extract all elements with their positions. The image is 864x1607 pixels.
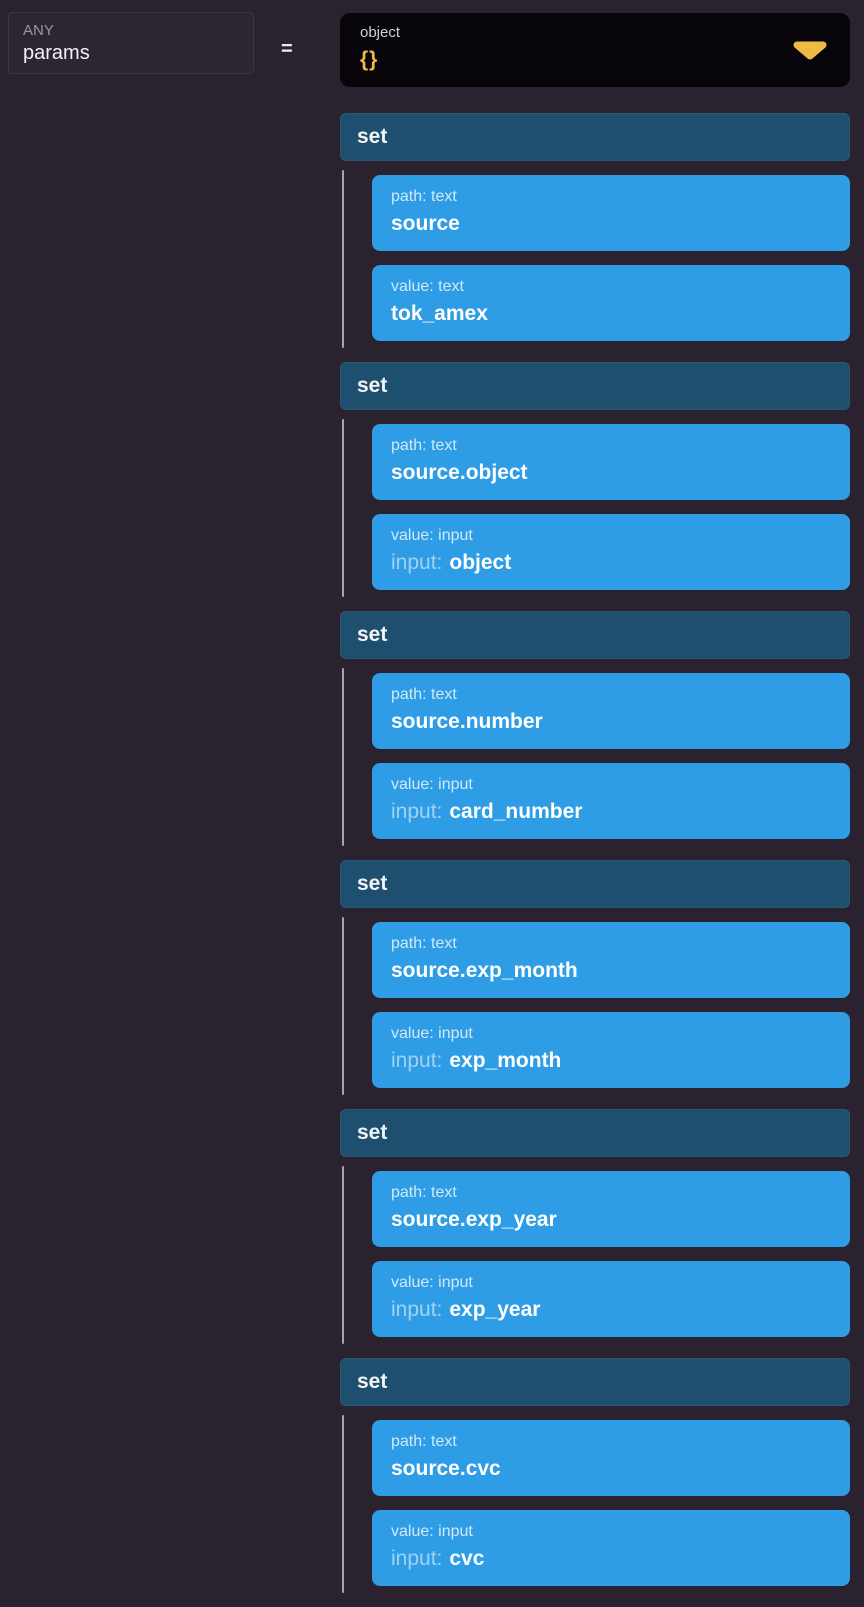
set-body: path: text source.exp_year value: input … (342, 1166, 850, 1344)
indent-line (342, 917, 344, 1095)
row-label: value: input (391, 1025, 473, 1042)
param-row-path[interactable]: path: text source.exp_month (372, 922, 850, 998)
param-name-label: params (23, 41, 90, 64)
set-block-4: set path: text source.exp_month value: i… (340, 860, 850, 1095)
value-text: exp_month (449, 1049, 562, 1072)
indent-line (342, 1166, 344, 1344)
row-label: value: input (391, 527, 473, 544)
value-prefix: input: (391, 1547, 443, 1570)
chevron-down-icon[interactable] (790, 38, 830, 62)
row-label: value: input (391, 1274, 473, 1291)
row-label: value: text (391, 278, 464, 295)
value-text: tok_amex (391, 302, 488, 325)
set-header[interactable]: set (340, 1109, 850, 1157)
param-row-value[interactable]: value: input input: cvc (372, 1510, 850, 1586)
set-block-1: set path: text source value: text tok_am… (340, 113, 850, 348)
value-prefix: input: (391, 800, 443, 823)
row-value: input: object (391, 551, 831, 575)
row-label: path: text (391, 686, 457, 703)
row-value: source.number (391, 710, 831, 734)
row-label: path: text (391, 935, 457, 952)
row-value: source.cvc (391, 1457, 831, 1481)
row-value: input: card_number (391, 800, 831, 824)
param-row-path[interactable]: path: text source.object (372, 424, 850, 500)
value-text: object (449, 551, 512, 574)
set-body: path: text source value: text tok_amex (342, 170, 850, 348)
value-text: exp_year (449, 1298, 541, 1321)
braces-icon: {} (360, 48, 379, 71)
row-label: value: input (391, 776, 473, 793)
value-prefix: input: (391, 551, 443, 574)
set-header[interactable]: set (340, 860, 850, 908)
indent-line (342, 1415, 344, 1593)
row-label: path: text (391, 188, 457, 205)
set-header[interactable]: set (340, 611, 850, 659)
set-header[interactable]: set (340, 362, 850, 410)
set-block-5: set path: text source.exp_year value: in… (340, 1109, 850, 1344)
row-value: input: cvc (391, 1547, 831, 1571)
row-value: source.exp_year (391, 1208, 831, 1232)
object-value-dropdown[interactable]: object {} (340, 13, 850, 87)
row-label: path: text (391, 1184, 457, 1201)
value-prefix: input: (391, 1298, 443, 1321)
param-row-value[interactable]: value: text tok_amex (372, 265, 850, 341)
dropdown-type-label: object (360, 24, 401, 41)
row-value: input: exp_year (391, 1298, 831, 1322)
set-blocks-column: set path: text source value: text tok_am… (340, 113, 850, 1607)
params-slot[interactable]: ANY params (8, 12, 254, 74)
equals-sign: = (281, 38, 293, 60)
set-block-6: set path: text source.cvc value: input i… (340, 1358, 850, 1593)
param-type-label: ANY (23, 22, 54, 39)
row-value: source.exp_month (391, 959, 831, 983)
row-value: tok_amex (391, 302, 831, 326)
param-row-path[interactable]: path: text source (372, 175, 850, 251)
row-value: source.object (391, 461, 831, 485)
param-row-path[interactable]: path: text source.exp_year (372, 1171, 850, 1247)
set-body: path: text source.number value: input in… (342, 668, 850, 846)
value-text: card_number (449, 800, 583, 823)
set-body: path: text source.exp_month value: input… (342, 917, 850, 1095)
row-label: path: text (391, 437, 457, 454)
set-body: path: text source.object value: input in… (342, 419, 850, 597)
value-text: source.cvc (391, 1457, 501, 1480)
value-text: cvc (449, 1547, 485, 1570)
indent-line (342, 170, 344, 348)
set-header[interactable]: set (340, 1358, 850, 1406)
indent-line (342, 668, 344, 846)
value-text: source.exp_year (391, 1208, 557, 1231)
value-text: source (391, 212, 460, 235)
param-row-path[interactable]: path: text source.cvc (372, 1420, 850, 1496)
param-row-path[interactable]: path: text source.number (372, 673, 850, 749)
value-text: source.number (391, 710, 543, 733)
row-label: value: input (391, 1523, 473, 1540)
value-text: source.object (391, 461, 528, 484)
row-label: path: text (391, 1433, 457, 1450)
param-row-value[interactable]: value: input input: object (372, 514, 850, 590)
value-text: source.exp_month (391, 959, 578, 982)
indent-line (342, 419, 344, 597)
row-value: input: exp_month (391, 1049, 831, 1073)
set-body: path: text source.cvc value: input input… (342, 1415, 850, 1593)
set-block-2: set path: text source.object value: inpu… (340, 362, 850, 597)
value-prefix: input: (391, 1049, 443, 1072)
param-row-value[interactable]: value: input input: exp_month (372, 1012, 850, 1088)
param-row-value[interactable]: value: input input: card_number (372, 763, 850, 839)
row-value: source (391, 212, 831, 236)
set-block-3: set path: text source.number value: inpu… (340, 611, 850, 846)
set-header[interactable]: set (340, 113, 850, 161)
param-row-value[interactable]: value: input input: exp_year (372, 1261, 850, 1337)
